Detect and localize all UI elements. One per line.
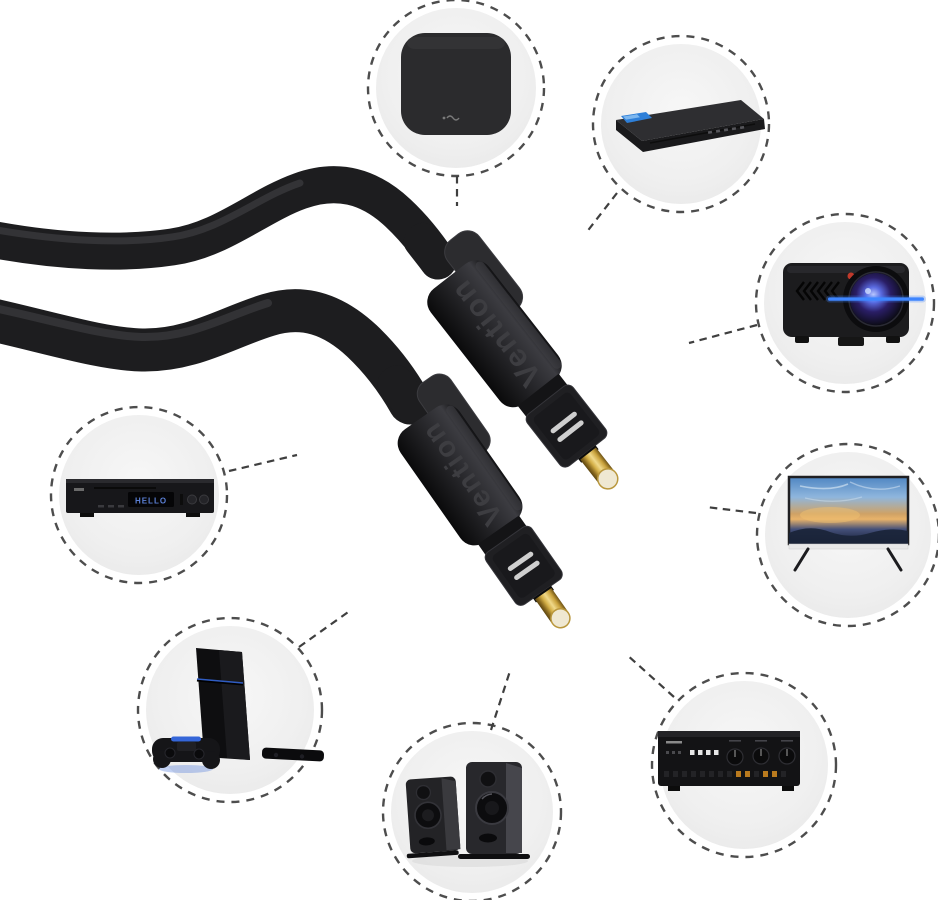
- player-display: [128, 492, 174, 507]
- cable-strand-lower: [0, 289, 432, 425]
- amp-jack-row: [664, 771, 786, 777]
- device-circle-projector: [754, 212, 936, 394]
- connector-body: [397, 404, 523, 546]
- television-icon: [787, 475, 910, 572]
- plug-ridge-marks: [507, 551, 534, 571]
- dvd-player-icon: [616, 100, 765, 152]
- connector-line-game-console: [298, 609, 352, 648]
- game-console-icon: [152, 648, 325, 773]
- device-circle-bluray: HELLO: [49, 405, 229, 585]
- toslink-connector-lower: Vention: [377, 365, 571, 629]
- player-logo-plate: [74, 488, 84, 491]
- dashed-ring: [755, 442, 938, 628]
- plug-ridge-marks: [550, 411, 577, 434]
- device-circle-speakers: [381, 721, 563, 900]
- device-circle-streaming-box: [366, 0, 546, 178]
- camera-bar: [261, 747, 325, 762]
- console-light-strip: [196, 678, 244, 684]
- cable-highlight-lower: [0, 299, 272, 342]
- bookshelf-speakers-icon: [405, 762, 530, 867]
- player-display-text: HELLO: [135, 497, 167, 506]
- optical-pin-tip: [597, 468, 619, 490]
- projector-icon: [783, 263, 926, 346]
- vent-grille: [795, 281, 840, 301]
- lens-flare: [828, 297, 924, 301]
- amp-knobs: [726, 740, 796, 766]
- streaming-media-box-icon: [401, 33, 511, 135]
- amp-brand-plate: [666, 741, 682, 744]
- cable-strand-upper: [0, 166, 457, 280]
- left-speaker: [405, 776, 461, 859]
- dashed-ring: [650, 671, 838, 859]
- dashed-ring: [49, 405, 229, 585]
- tv-leg-right: [886, 547, 903, 572]
- box-logo-icon: [446, 115, 460, 121]
- stereo-amplifier-icon: [658, 731, 800, 791]
- device-circle-game-console: [136, 616, 325, 804]
- connector-line-amplifier: [625, 653, 675, 698]
- connector-line-speakers: [489, 670, 512, 731]
- connector-line-projector: [688, 323, 758, 345]
- connector-line-bluray: [228, 453, 298, 473]
- right-speaker: [458, 762, 530, 859]
- device-circle-amplifier: [650, 671, 838, 859]
- cable-highlight-upper: [0, 179, 304, 245]
- tv-leg-left: [793, 547, 810, 572]
- optical-pin-tip: [550, 608, 571, 629]
- connector-line-dvd-player: [585, 192, 618, 234]
- tv-soundbar-strip: [788, 543, 909, 550]
- amp-display-buttons: [690, 750, 719, 755]
- connector-lines: [228, 176, 758, 731]
- device-circle-television: [755, 442, 938, 628]
- dashed-ring: [136, 616, 324, 804]
- bluray-player-icon: HELLO: [66, 479, 214, 517]
- controller-icon: [152, 736, 220, 773]
- device-circles: HELLO: [49, 0, 938, 900]
- dashed-ring: [591, 34, 771, 214]
- device-circle-dvd-player: [591, 34, 771, 214]
- controller-lightbar: [171, 736, 201, 742]
- dashed-ring: [381, 721, 563, 900]
- landscape-rocks: [789, 528, 908, 544]
- connector-body: [427, 260, 562, 408]
- connector-line-television: [705, 505, 757, 515]
- dashed-ring: [754, 212, 936, 394]
- optical-cable-product: Vention Vention: [0, 166, 619, 629]
- toslink-connector-upper: Vention: [403, 222, 619, 490]
